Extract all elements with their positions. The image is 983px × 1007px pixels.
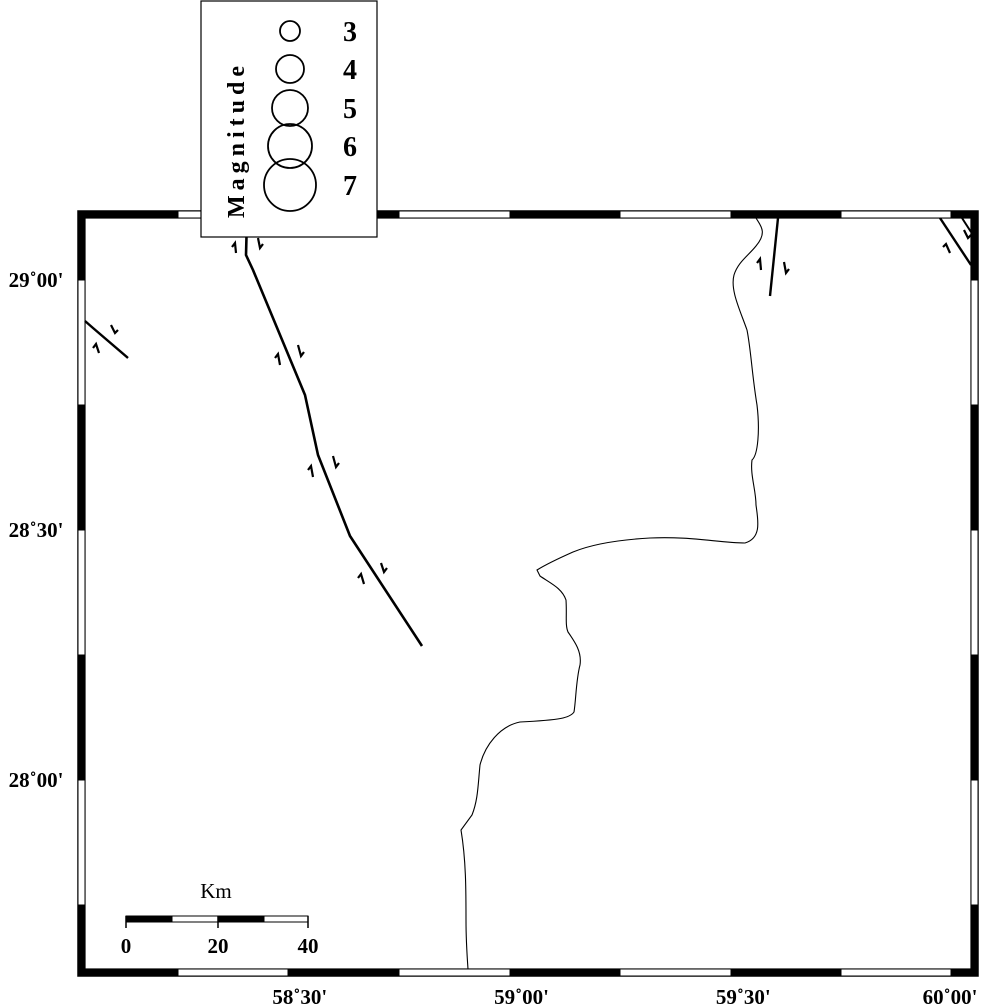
frame-segment-right [970,404,979,531]
legend-circle [263,158,317,212]
frame-segment-top [730,210,842,219]
scale-label-40: 40 [298,934,319,958]
frame-segment-top [77,210,179,219]
frame-segment-right [970,654,979,781]
legend-circle [271,89,309,127]
coastline [460,217,763,970]
slip-arrow-icon [331,455,340,470]
frame-segment-bottom [398,968,511,977]
fault-slip-arrows [92,229,972,585]
lon-label: 58˚30' [272,985,327,1007]
frame-segment-right [970,210,979,281]
scale-label-20: 20 [208,934,229,958]
lon-label: 60˚00' [923,985,978,1007]
frame-segment-bottom [509,968,621,977]
frame-segment-left [77,279,86,406]
latitude-labels: 29˚00' 28˚30' 28˚00' [9,268,64,792]
slip-arrow-icon [274,351,282,366]
slip-arrow-icon [296,344,305,359]
frame-segment-right [970,904,979,977]
frame-segment-top [619,210,732,219]
legend-label: 7 [343,171,357,202]
lat-label: 28˚30' [9,518,64,542]
slip-arrow-icon [756,256,763,271]
slip-arrow-icon [379,562,388,575]
frame-segment-bottom [730,968,842,977]
slip-arrow-icon [307,463,315,478]
lon-label: 59˚30' [716,985,771,1007]
legend-title: Magnitude [224,61,250,218]
fault-northeast [768,217,780,297]
legend-items: 3 4 5 6 7 [263,17,357,212]
frame-segment-left [77,404,86,531]
frame-segment-left [77,654,86,781]
slip-arrow-icon [782,261,790,276]
frame-segment-left [77,779,86,906]
slip-arrow-icon [942,242,952,254]
frame-segment-top [509,210,621,219]
lat-label: 29˚00' [9,268,64,292]
scale-segment [171,915,219,923]
legend-label: 6 [343,132,357,163]
scale-unit: Km [200,879,232,903]
scale-bar: Km 0 20 40 [121,879,319,958]
legend-label: 3 [343,17,357,48]
frame-segment-right [970,779,979,906]
frame-segment-bottom [287,968,400,977]
scale-segment [217,915,265,923]
frame-segment-right [970,529,979,656]
map-frame [77,210,979,977]
frame-segment-left [77,904,86,977]
slip-arrow-icon [256,237,264,251]
legend-circle [275,54,305,84]
frame-segment-bottom [840,968,952,977]
frame-segment-left [77,529,86,656]
fault-northwest [84,320,129,359]
magnitude-legend: Magnitude 3 4 5 6 7 [200,0,378,238]
legend-circle [279,20,301,42]
slip-arrow-icon [110,324,119,335]
frame-segment-bottom [77,968,179,977]
frame-outer-border [77,210,979,977]
legend-label: 5 [343,94,357,125]
fault-main [244,217,424,647]
legend-circle [267,123,313,169]
frame-segment-right [970,279,979,406]
slip-arrow-icon [231,240,238,254]
frame-segment-left [77,210,86,281]
longitude-labels: 58˚30' 59˚00' 59˚30' 60˚00' [272,985,977,1007]
fault-east-2 [961,217,972,233]
frame-segments [77,210,979,977]
frame-segment-top [840,210,952,219]
slip-arrow-icon [963,229,972,240]
frame-segment-top [398,210,511,219]
scale-label-0: 0 [121,934,132,958]
fault-east-1 [938,217,973,266]
lon-label: 59˚00' [494,985,549,1007]
lat-label: 28˚00' [9,768,64,792]
scale-segment [263,915,309,923]
frame-segment-bottom [177,968,289,977]
slip-arrow-icon [357,571,366,585]
frame-segment-bottom [619,968,732,977]
faults [84,217,973,647]
slip-arrow-icon [92,341,101,354]
legend-label: 4 [343,55,357,86]
scale-segment [125,915,173,923]
